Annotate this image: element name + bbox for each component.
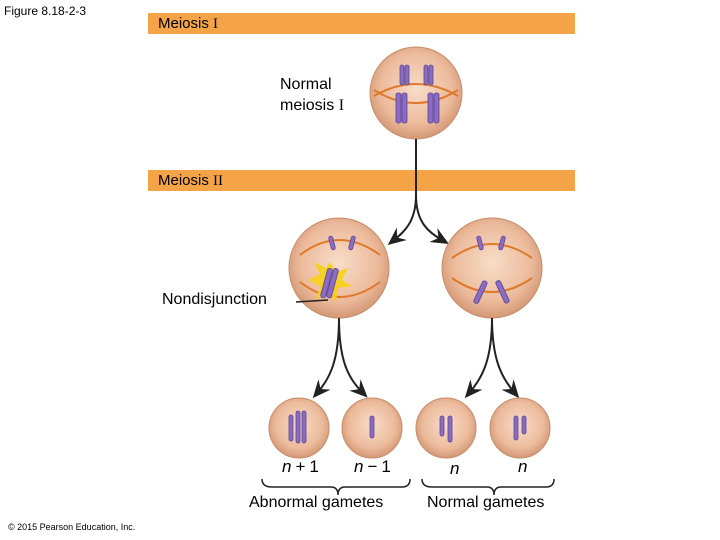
figure-label: Figure 8.18-2-3 bbox=[4, 4, 87, 18]
arrow-to-gamete-4 bbox=[491, 317, 520, 399]
gamete-2-label: n−1 bbox=[354, 457, 391, 476]
meiosis-two-label: Meiosis II bbox=[158, 172, 223, 190]
normal-label-numeral: I bbox=[338, 97, 345, 114]
arrow-to-gamete-3 bbox=[464, 317, 493, 399]
gamete-1 bbox=[268, 397, 330, 459]
meiosis-two-numeral: II bbox=[213, 173, 224, 189]
nondisjunction-cell bbox=[288, 217, 390, 319]
meiosis-two-word: Meiosis bbox=[158, 172, 209, 189]
arrow-to-left-cell bbox=[387, 194, 417, 245]
abnormal-gametes-label: Abnormal gametes bbox=[249, 494, 384, 511]
meiosis-one-word: Meiosis bbox=[158, 15, 209, 32]
gamete-4-label: n bbox=[518, 457, 528, 476]
arrow-to-right-cell bbox=[415, 194, 449, 244]
arrow-to-gamete-2 bbox=[338, 317, 368, 398]
normal-label-word: meiosis bbox=[280, 97, 335, 114]
meiosis-one-band: Meiosis I bbox=[148, 13, 575, 34]
gamete-4 bbox=[489, 397, 551, 459]
gamete-2 bbox=[341, 397, 403, 459]
nondisjunction-label: Nondisjunction bbox=[162, 291, 267, 308]
meiosis-one-numeral: I bbox=[213, 16, 219, 32]
copyright: © 2015 Pearson Education, Inc. bbox=[8, 522, 136, 532]
meiosis-two-band: Meiosis II bbox=[148, 170, 575, 191]
abnormal-bracket bbox=[261, 478, 411, 496]
parent-cell bbox=[369, 46, 463, 140]
meiosis-one-label: Meiosis I bbox=[158, 15, 218, 33]
gamete-3 bbox=[415, 397, 477, 459]
normal-label-line2: meiosis I bbox=[280, 95, 344, 116]
nondisjunction-pointer bbox=[295, 299, 329, 303]
normal-meiosis-label: Normal meiosis I bbox=[280, 74, 344, 116]
arrow-to-gamete-1 bbox=[312, 317, 340, 399]
gamete-3-label: n bbox=[450, 459, 460, 478]
normal-meiosis-two-cell bbox=[441, 217, 543, 319]
normal-gametes-label: Normal gametes bbox=[427, 494, 545, 511]
parent-chromosomes bbox=[395, 64, 440, 124]
normal-bracket bbox=[421, 478, 555, 496]
gamete-1-label: n+1 bbox=[282, 457, 319, 476]
normal-label-line1: Normal bbox=[280, 76, 332, 93]
